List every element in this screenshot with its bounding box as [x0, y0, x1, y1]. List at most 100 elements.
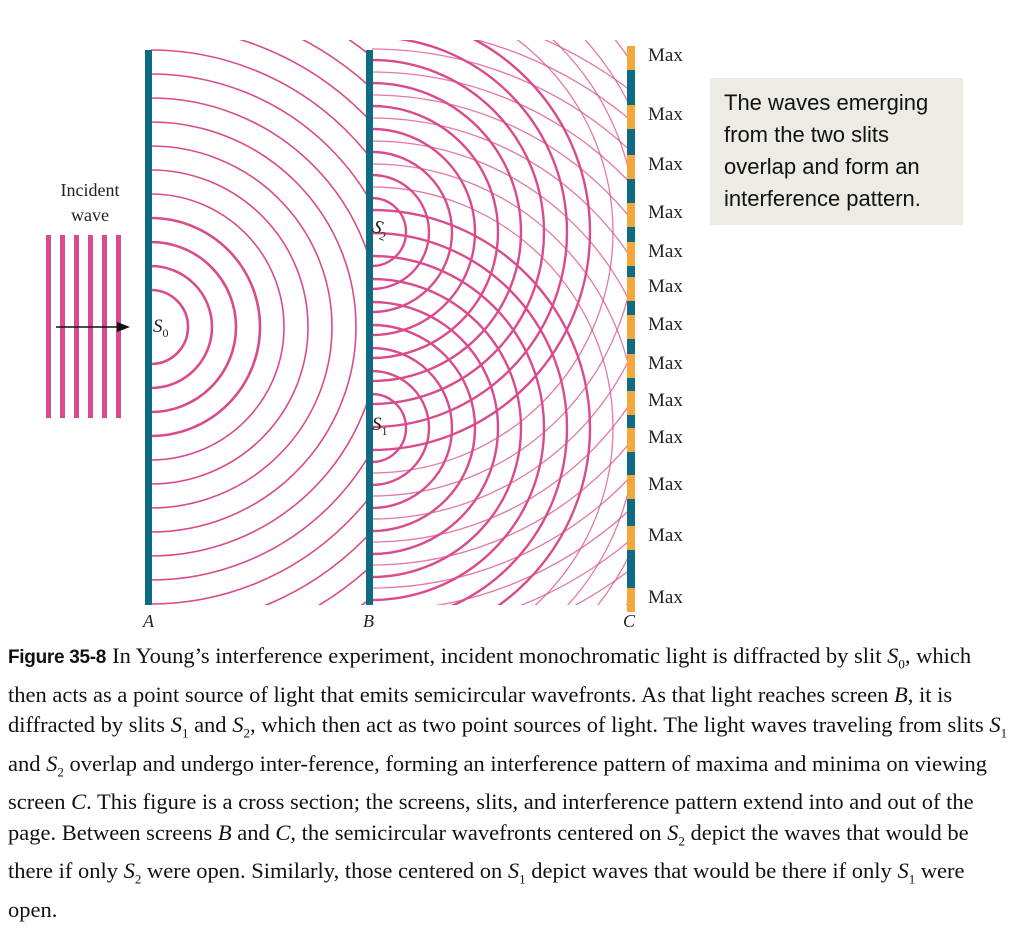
caption-symbol: S	[989, 711, 1001, 737]
s2-wavefront	[372, 150, 454, 314]
s0-wavefront	[151, 145, 333, 509]
caption-symbol: S	[507, 858, 520, 884]
caption-fragment: depict waves that would be there if only	[525, 858, 898, 884]
max-label: Max	[648, 390, 683, 411]
s2-wavefront	[372, 40, 569, 429]
bright-fringe	[627, 155, 635, 179]
caption-fragment: were open.	[8, 858, 965, 922]
screen-c-label: C	[623, 611, 636, 631]
bright-fringe	[627, 475, 635, 499]
s1-wavefront	[372, 369, 431, 487]
s0-wavefront	[151, 288, 190, 366]
plane-wavefront	[46, 235, 51, 418]
figure-number: Figure 35-8	[8, 647, 107, 668]
s2-wavefront	[372, 104, 500, 360]
annotation-box: The waves emerging from the two slits ov…	[710, 78, 963, 225]
caption-fragment: , the semicircular wavefronts centered o…	[290, 819, 668, 845]
s1-wavefront	[372, 254, 546, 602]
wavefronts-from-s1-s2	[372, 40, 629, 605]
incident-label-line1: Incident	[60, 180, 120, 200]
bright-fringe	[627, 105, 635, 129]
s0-wavefront	[151, 193, 285, 461]
caption-fragment: In Young’s interference experiment, inci…	[112, 643, 888, 668]
max-label: Max	[648, 104, 683, 125]
caption-subscript: 2	[678, 833, 685, 849]
max-label: Max	[648, 241, 683, 262]
slit-s0-label: S0	[153, 316, 169, 340]
caption-fragment: and	[231, 819, 276, 845]
s1-wavefront	[372, 323, 477, 533]
s0-wavefront	[151, 121, 357, 533]
max-label: Max	[648, 154, 683, 175]
max-label: Max	[648, 45, 683, 66]
s2-wavefront	[372, 58, 546, 406]
screen-c-pattern	[627, 46, 635, 612]
s0-wavefront	[151, 169, 309, 485]
caption-symbol: S	[46, 750, 58, 776]
max-label: Max	[648, 587, 683, 608]
screen-b-label: B	[363, 611, 374, 631]
bright-fringe	[627, 588, 635, 612]
caption-symbol: B	[217, 819, 232, 845]
max-label: Max	[648, 427, 683, 448]
max-label: Max	[648, 474, 683, 495]
caption-fragment: and	[188, 711, 233, 737]
max-label: Max	[648, 353, 683, 374]
incident-arrow-head	[117, 322, 130, 332]
caption-fragment: . This figure is a cross section; the sc…	[8, 789, 974, 845]
bright-fringe	[627, 391, 635, 415]
s1-wavefront	[372, 346, 454, 510]
figure-drawing	[46, 40, 635, 612]
caption-symbol: S	[170, 711, 182, 737]
caption-fragment: and	[8, 750, 47, 776]
s2-wavefront	[372, 127, 477, 337]
bright-fringe	[627, 428, 635, 452]
screen-b	[366, 50, 373, 605]
caption-symbol: S	[897, 858, 909, 884]
caption-fragment: depict the waves that would be there if …	[8, 819, 969, 884]
bright-fringe	[627, 46, 635, 70]
s1-wavefront	[372, 186, 614, 605]
s2-wavefront	[372, 173, 431, 291]
bright-fringe	[627, 203, 635, 227]
caption-symbol: B	[893, 681, 908, 707]
max-label: Max	[648, 276, 683, 297]
caption-symbol: S	[887, 643, 899, 668]
caption-subscript: 1	[1000, 725, 1008, 741]
annotation-text: The waves emerging from the two slits ov…	[724, 90, 929, 211]
s1-wavefront	[372, 392, 408, 464]
caption-fragment: overlap and undergo inter-ference, formi…	[8, 750, 988, 815]
s1-wavefront	[372, 300, 500, 556]
caption-fragment: , which then act as two point sources of…	[249, 711, 990, 737]
caption-subscript: 2	[243, 725, 250, 741]
bright-fringe	[627, 277, 635, 301]
screen-a	[145, 50, 152, 605]
caption-subscript: 1	[519, 871, 526, 887]
screen-a-label: A	[143, 611, 154, 631]
max-label: Max	[648, 202, 683, 223]
caption-subscript: 2	[134, 871, 142, 887]
caption-fragment: , which then acts as a point source of l…	[8, 643, 972, 707]
slit-s1-label: S1	[372, 414, 388, 438]
s0-wavefront	[151, 216, 262, 438]
incident-wave-label: Incident wave	[40, 178, 140, 228]
max-label: Max	[648, 314, 683, 335]
max-label: Max	[648, 525, 683, 546]
s2-wavefront	[372, 40, 592, 452]
bright-fringe	[627, 315, 635, 339]
bright-fringe	[627, 354, 635, 378]
caption-subscript: 2	[57, 764, 64, 780]
bright-fringe	[627, 526, 635, 550]
caption-subscript: 1	[908, 871, 916, 887]
caption-fragment: , it is diffracted by slits	[8, 681, 953, 737]
s1-wavefront	[372, 48, 629, 151]
caption-symbol: S	[232, 711, 244, 737]
bright-fringe	[627, 242, 635, 266]
caption-symbol: S	[123, 858, 135, 884]
wavefronts-from-s0	[151, 40, 367, 605]
caption-subscript: 1	[181, 725, 189, 741]
s0-wavefront	[151, 264, 214, 390]
s0-wavefront	[301, 40, 367, 605]
caption-fragment: were open. Similarly, those centered on	[141, 858, 508, 884]
